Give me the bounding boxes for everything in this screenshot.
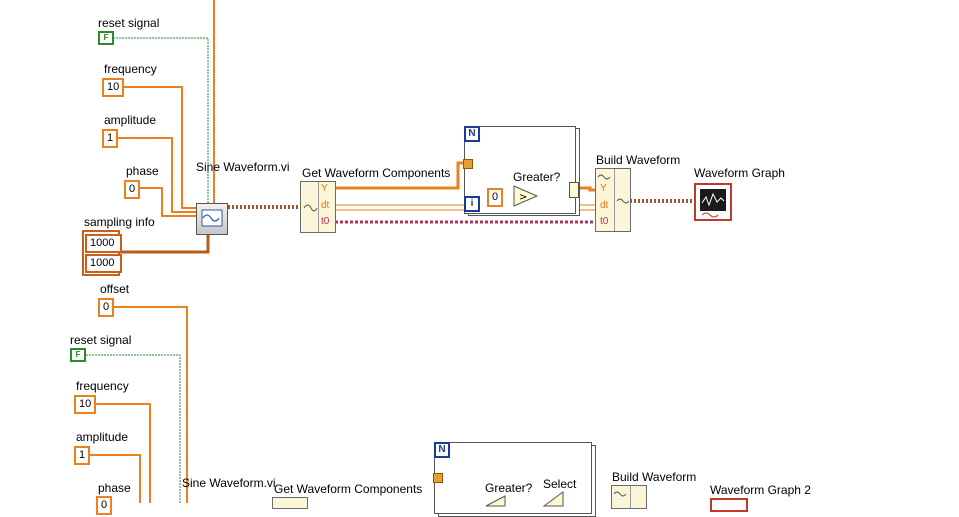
dt-terminal: dt [321, 200, 330, 211]
get-waveform-components-node[interactable]: Y dt t0 [300, 181, 336, 233]
dt-terminal: dt [600, 200, 609, 211]
get-components-label: Get Waveform Components [274, 482, 423, 496]
waveform-graph-terminal[interactable] [694, 183, 732, 221]
get-waveform-components-node[interactable] [272, 497, 308, 509]
y-terminal: Y [600, 183, 607, 194]
phase-label: phase [98, 481, 131, 495]
svg-text:>: > [519, 192, 527, 203]
greater-comparator-icon[interactable]: > [513, 185, 539, 207]
waveform-graph-label: Waveform Graph [694, 166, 785, 180]
greater-label: Greater? [485, 481, 533, 495]
sampling-rate-constant[interactable]: 1000 [85, 234, 122, 253]
waveform-graph-2-label: Waveform Graph 2 [710, 483, 811, 497]
loop-tunnel [433, 473, 443, 483]
waveform-graph-2-terminal[interactable] [710, 498, 748, 512]
sampling-info-cluster[interactable]: 1000 1000 [82, 230, 122, 276]
loop-iteration-terminal: i [464, 196, 480, 212]
waveform-icon [616, 198, 630, 204]
waveform-icon [613, 491, 627, 497]
greater-label: Greater? [513, 170, 561, 184]
build-waveform-node[interactable] [611, 485, 647, 509]
loop-count-terminal[interactable]: N [464, 126, 480, 142]
reset-signal-label: reset signal [98, 16, 160, 30]
sine-waveform-vi[interactable] [196, 203, 228, 235]
build-waveform-node[interactable]: Y dt t0 [595, 168, 631, 232]
frequency-label: frequency [104, 62, 157, 76]
select-function-icon[interactable] [543, 491, 565, 507]
t0-terminal: t0 [321, 216, 330, 227]
reset-signal-constant[interactable]: F [98, 31, 114, 45]
reset-signal-label: reset signal [70, 333, 132, 347]
t0-terminal: t0 [600, 216, 609, 227]
frequency-constant[interactable]: 10 [74, 395, 97, 414]
for-loop[interactable]: N i Greater? 0 > [463, 126, 579, 214]
phase-constant[interactable]: 0 [96, 496, 113, 515]
sine-waveform-label: Sine Waveform.vi [196, 160, 290, 174]
sampling-info-label: sampling info [84, 215, 155, 229]
reset-signal-constant[interactable]: F [70, 348, 86, 362]
phase-constant[interactable]: 0 [124, 180, 141, 199]
loop-tunnel [463, 159, 473, 169]
loop-count-terminal[interactable]: N [434, 442, 450, 458]
amplitude-constant[interactable]: 1 [102, 129, 119, 148]
sine-waveform-icon [201, 209, 223, 227]
build-waveform-label: Build Waveform [596, 153, 681, 167]
offset-constant[interactable]: 0 [98, 298, 115, 317]
amplitude-label: amplitude [104, 113, 157, 127]
select-indicator [569, 182, 579, 198]
frequency-label: frequency [76, 379, 129, 393]
amplitude-label: amplitude [76, 430, 129, 444]
offset-label: offset [100, 282, 130, 296]
greater-comparator-icon[interactable] [485, 495, 507, 507]
waveform-icon [597, 174, 611, 180]
select-label: Select [543, 477, 577, 491]
frequency-constant[interactable]: 10 [102, 78, 125, 97]
sample-count-constant[interactable]: 1000 [85, 254, 122, 273]
for-loop[interactable]: N Greater? Select [433, 442, 592, 514]
zero-constant[interactable]: 0 [487, 188, 504, 207]
phase-label: phase [126, 164, 159, 178]
waveform-icon [303, 204, 318, 212]
graph-icon [700, 189, 726, 218]
get-components-label: Get Waveform Components [302, 166, 451, 180]
build-waveform-label: Build Waveform [612, 470, 697, 484]
y-terminal: Y [321, 183, 328, 194]
sine-waveform-label: Sine Waveform.vi [182, 476, 276, 490]
amplitude-constant[interactable]: 1 [74, 446, 91, 465]
